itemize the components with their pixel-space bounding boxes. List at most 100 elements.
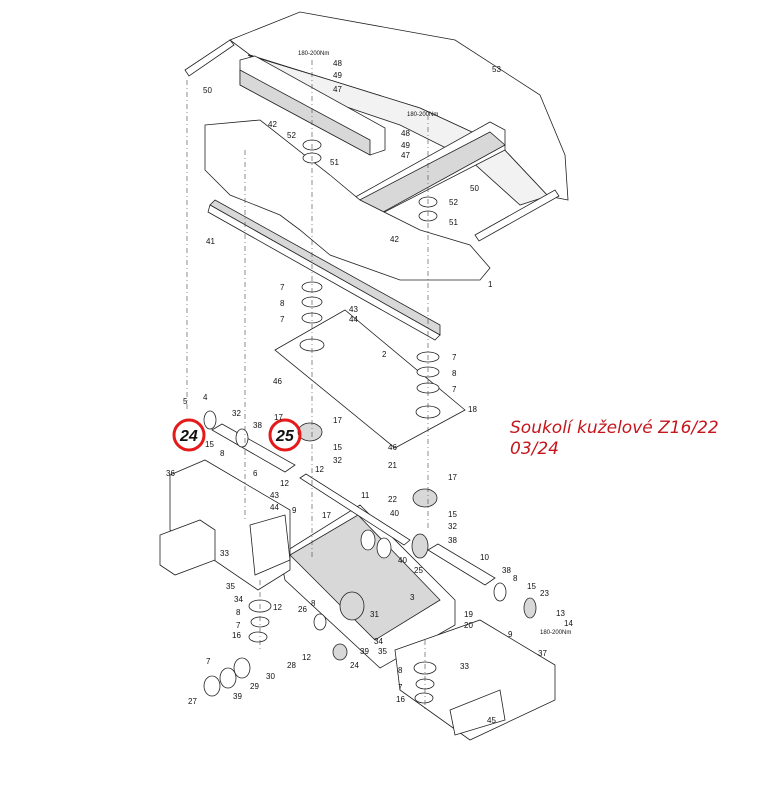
- highlight-circle-25: [268, 418, 302, 452]
- part-label: 8: [398, 666, 403, 675]
- part-label-highlighted: 24: [179, 428, 198, 445]
- part-label: 6: [253, 469, 258, 478]
- part-label: 49: [333, 71, 342, 80]
- part-label: 14: [564, 619, 573, 628]
- part-label: 4: [203, 393, 208, 402]
- part-label: 26: [298, 605, 307, 614]
- part-label: 32: [232, 409, 241, 418]
- part-label: 7: [452, 385, 457, 394]
- part-label: 33: [460, 662, 469, 671]
- part-tube-right: [474, 189, 560, 242]
- part-label: 8: [452, 369, 457, 378]
- part-label: 36: [166, 469, 175, 478]
- part-label: 49: [401, 141, 410, 150]
- part-label: 47: [333, 85, 342, 94]
- part-label: 45: [487, 716, 496, 725]
- part-label: 25: [414, 566, 423, 575]
- part-label: 8: [311, 599, 316, 608]
- part-label: 7: [280, 315, 285, 324]
- bearings: [203, 139, 537, 704]
- part-label: 43: [270, 491, 279, 500]
- torque-label: 180-200Nm: [298, 51, 329, 57]
- part-label: 31: [370, 610, 379, 619]
- part-label: 13: [556, 609, 565, 618]
- highlight-circle-24: [172, 418, 206, 452]
- part-36-left-frame: [159, 459, 291, 591]
- part-label: 30: [266, 672, 275, 681]
- part-number-labels: 53 48 49 47 50 42 52 51 48 49 47 50 52 5…: [166, 59, 573, 725]
- part-label: 50: [203, 86, 212, 95]
- part-label: 52: [449, 198, 458, 207]
- part-label: 15: [448, 510, 457, 519]
- part-label: 15: [527, 582, 536, 591]
- part-label: 24: [350, 661, 359, 670]
- part-label: 22: [388, 495, 397, 504]
- part-label: 35: [378, 647, 387, 656]
- part-label: 7: [236, 621, 241, 630]
- part-label: 39: [233, 692, 242, 701]
- part-label: 17: [333, 416, 342, 425]
- part-41-long-bar: [207, 199, 441, 341]
- part-label: 20: [464, 621, 473, 630]
- part-label: 12: [315, 465, 324, 474]
- part-label: 8: [220, 449, 225, 458]
- part-label: 35: [226, 582, 235, 591]
- part-label: 7: [398, 683, 403, 692]
- part-label: 17: [274, 413, 283, 422]
- part-label: 46: [273, 377, 282, 386]
- part-label: 2: [382, 350, 387, 359]
- part-label: 5: [183, 397, 188, 406]
- part-label: 7: [280, 283, 285, 292]
- part-label: 44: [270, 503, 279, 512]
- part-label: 21: [388, 461, 397, 470]
- part-label: 11: [361, 491, 370, 500]
- part-label: 37: [538, 649, 547, 658]
- part-label: 43: [349, 305, 358, 314]
- part-label: 42: [268, 120, 277, 129]
- part-label: 32: [448, 522, 457, 531]
- part-label-highlighted: 25: [275, 428, 295, 445]
- annotation-line-1: Soukolí kuželové Z16/22: [510, 418, 719, 438]
- part-label: 34: [374, 637, 383, 646]
- part-11-shaft: [299, 473, 411, 546]
- part-label: 44: [349, 315, 358, 324]
- part-label: 23: [540, 589, 549, 598]
- part-label: 3: [410, 593, 415, 602]
- part-label: 7: [206, 657, 211, 666]
- part-label: 53: [492, 65, 501, 74]
- part-label: 17: [448, 473, 457, 482]
- gear-set-annotation: Soukolí kuželové Z16/22 03/24: [510, 418, 719, 460]
- torque-labels: 180-200Nm 180-200Nm 180-200Nm: [298, 51, 571, 636]
- annotation-line-2: 03/24: [510, 439, 559, 459]
- part-label: 17: [322, 511, 331, 520]
- part-label: 19: [464, 610, 473, 619]
- part-label: 52: [287, 131, 296, 140]
- part-label: 46: [388, 443, 397, 452]
- part-50-beam-upper: [239, 55, 386, 156]
- part-label: 7: [452, 353, 457, 362]
- part-label: 51: [449, 218, 458, 227]
- part-label: 12: [302, 653, 311, 662]
- part-label: 51: [330, 158, 339, 167]
- torque-label: 180-200Nm: [540, 630, 571, 636]
- part-label: 50: [470, 184, 479, 193]
- part-label: 32: [333, 456, 342, 465]
- part-label: 42: [390, 235, 399, 244]
- part-label: 38: [448, 536, 457, 545]
- part-label: 8: [236, 608, 241, 617]
- part-label: 48: [401, 129, 410, 138]
- part-label: 33: [220, 549, 229, 558]
- part-label: 9: [508, 630, 513, 639]
- part-53-top-cover: [229, 11, 569, 206]
- part-6-shaft: [211, 423, 296, 473]
- part-label: 38: [253, 421, 262, 430]
- part-label: 9: [292, 506, 297, 515]
- part-label: 10: [480, 553, 489, 562]
- part-label: 15: [205, 440, 214, 449]
- part-label: 41: [206, 237, 215, 246]
- part-tube-left: [184, 39, 235, 77]
- part-label: 12: [273, 603, 282, 612]
- part-37-right-frame: [394, 619, 556, 741]
- part-label: 12: [280, 479, 289, 488]
